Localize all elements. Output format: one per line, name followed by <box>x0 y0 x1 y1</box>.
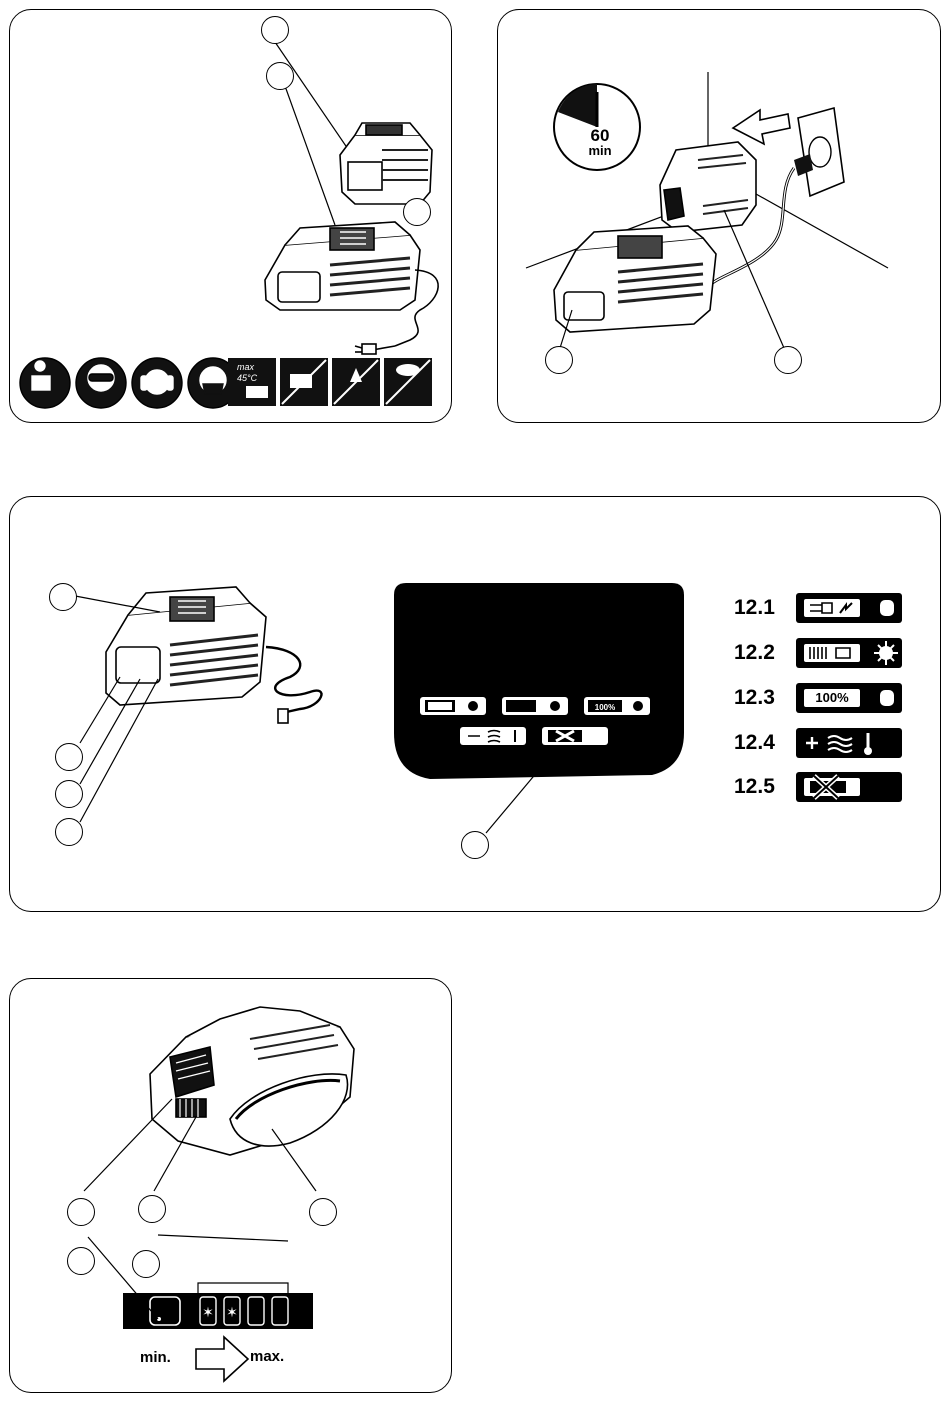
callout-12 <box>132 1250 160 1278</box>
level-segment <box>248 1297 264 1325</box>
indicator-id: 12.3 <box>734 686 796 710</box>
insert-arrow-icon <box>733 110 790 144</box>
callout-3 <box>403 198 431 226</box>
indicator-id: 12.4 <box>734 731 796 755</box>
battery-full-icon: 100% <box>796 683 902 713</box>
callout-5 <box>55 743 83 771</box>
callout-11 <box>67 1247 95 1275</box>
indicator-row: 12.1 <box>734 593 902 623</box>
indicator-id: 12.5 <box>734 775 796 799</box>
timer-unit: min <box>588 143 611 158</box>
min-max-arrow-icon <box>196 1337 248 1381</box>
battery-full-label: 100% <box>806 689 858 707</box>
callout-4 <box>49 583 77 611</box>
callout-charger <box>545 346 573 374</box>
indicator-row: 12.2 <box>734 638 902 668</box>
panel-charger-overview: max 45°C <box>9 9 452 423</box>
indicator-row: 12.4 <box>734 728 902 758</box>
indicator-row: 12.5 <box>734 772 902 802</box>
panel-charger-display: 100% 12.1 12.2 <box>9 496 941 912</box>
plug-charging-icon <box>796 593 902 623</box>
callout-7 <box>55 818 83 846</box>
callout-6 <box>55 780 83 808</box>
max-label: max. <box>250 1348 284 1365</box>
level-segment <box>272 1297 288 1325</box>
display-full-label: 100% <box>595 703 615 712</box>
callout-1 <box>261 16 289 44</box>
panel-charging-setup: 60 min <box>497 9 941 423</box>
battery-error-icon <box>796 772 902 802</box>
callout-display <box>461 831 489 859</box>
min-label: min. <box>140 1349 171 1366</box>
svg-text:✶: ✶ <box>226 1305 238 1321</box>
panel-battery-level: ✶ ✶ min. max. <box>9 978 452 1393</box>
indicator-row: 12.3 100% <box>734 683 902 713</box>
max-label: max <box>237 362 255 372</box>
battery-charging-sun-icon <box>796 638 902 668</box>
callout-8 <box>67 1198 95 1226</box>
battery-level-illustration: ✶ ✶ <box>10 979 452 1393</box>
callout-battery <box>774 346 802 374</box>
svg-text:✶: ✶ <box>202 1305 214 1321</box>
indicator-id: 12.1 <box>734 596 796 620</box>
charger-battery-illustration: max 45°C <box>10 10 452 423</box>
fan-heat-thermometer-icon <box>796 728 902 758</box>
temperature-label: 45°C <box>237 373 258 383</box>
indicator-id: 12.2 <box>734 641 796 665</box>
callout-10 <box>309 1198 337 1226</box>
display-panel <box>394 583 684 779</box>
callout-9 <box>138 1195 166 1223</box>
level-button <box>150 1297 180 1325</box>
callout-2 <box>266 62 294 90</box>
